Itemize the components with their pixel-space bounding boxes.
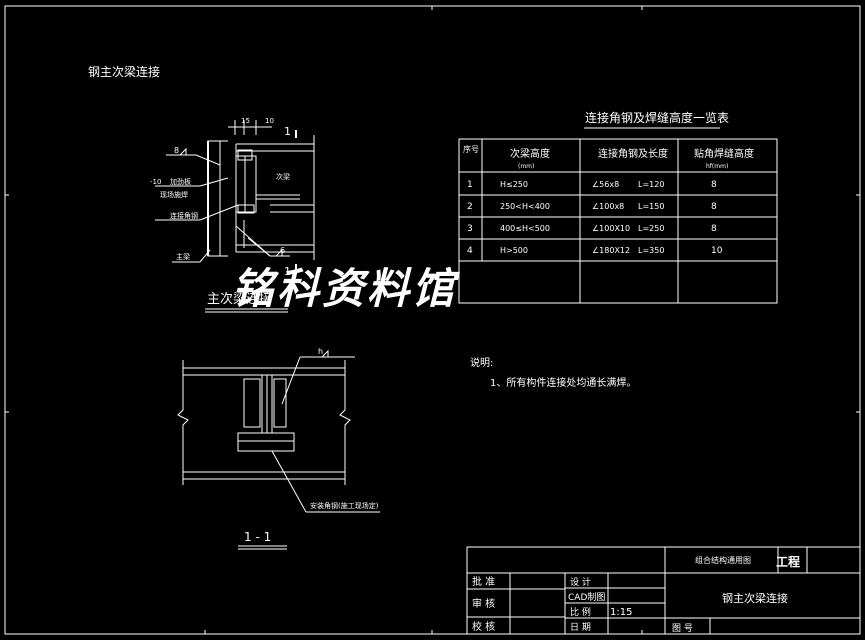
tb-review: 审 核	[472, 597, 495, 610]
angle-weld-table: 连接角钢及焊缝高度一览表 序号 次梁高度 (mm) 连接角钢及长度 贴角焊缝高度 hf(m…	[458, 110, 778, 304]
weld-symbol-8: 8	[174, 146, 179, 155]
table-row-height: 250<H<400	[500, 202, 550, 211]
notes-item-1: 1、所有构件连接处均通长满焊。	[490, 376, 636, 389]
section-mark-bottom: 1	[284, 265, 291, 278]
table-row-angle: ∠100X10	[592, 224, 630, 233]
secondary-beam-label: 次梁	[276, 172, 290, 181]
table-row-weld: 8	[711, 202, 717, 212]
table-header-sub-3: hf(mm)	[706, 163, 728, 170]
table-row-weld: 10	[711, 246, 723, 256]
notes: 说明: 1、所有构件连接处均通长满焊。	[470, 356, 636, 389]
table-row-weld: 8	[711, 224, 717, 234]
table-row-length: L=150	[638, 202, 664, 211]
elevation-caption: 主次梁连接	[207, 291, 272, 307]
weld-h-label: h	[318, 347, 323, 356]
table-row-weld: 8	[711, 180, 717, 190]
table-row-angle: ∠180X12	[592, 246, 630, 255]
tb-date: 日 期	[570, 622, 591, 633]
drawing-top-title: 钢主次梁连接	[88, 64, 160, 79]
tb-scale-label: 比 例	[570, 606, 591, 618]
section-caption: 1 - 1	[244, 530, 271, 544]
table-row-no: 2	[467, 202, 473, 212]
install-angle-label: 安装角钢(施工现场定)	[310, 501, 379, 510]
table-header-1: 次梁高度	[510, 147, 550, 160]
table-row-no: 3	[467, 224, 473, 234]
table-row-length: L=120	[638, 180, 664, 189]
tb-design: 设 计	[570, 576, 591, 588]
table-row-no: 4	[467, 246, 473, 256]
drawing-frame	[4, 5, 861, 635]
table-header-sub-1: (mm)	[518, 163, 534, 170]
table-row-angle: ∠100x8	[592, 202, 624, 211]
watermark: 铭科资料馆	[232, 264, 460, 313]
table-row-height: H≤250	[500, 180, 528, 189]
plate-label: -10	[150, 178, 161, 186]
table-row-no: 1	[467, 180, 473, 190]
section-mark-top: 1	[284, 125, 291, 138]
main-beam-label: 主梁	[176, 252, 190, 261]
table-row-length: L=350	[638, 246, 664, 255]
tb-project: 工程	[776, 554, 800, 569]
connection-angle-label: 连接角钢	[170, 211, 198, 220]
tb-approve: 批 准	[472, 575, 495, 588]
tb-drawing-no: 图 号	[672, 623, 693, 634]
section-detail: h 安装角钢(施工现场定) 1 - 1	[177, 347, 380, 550]
tb-scale-value: 1:15	[610, 607, 632, 618]
table-row-height: H>500	[500, 246, 528, 255]
table-row-angle: ∠56x8	[592, 180, 619, 189]
tb-cad: CAD制图	[568, 591, 605, 603]
tb-series: 组合结构通用图	[695, 555, 751, 565]
dim-10: 10	[265, 117, 274, 125]
tb-drawing-name: 钢主次梁连接	[722, 591, 788, 605]
dim-15: 15	[241, 117, 250, 125]
tb-check: 校 核	[472, 620, 495, 633]
table-row-length: L=250	[638, 224, 664, 233]
table-title: 连接角钢及焊缝高度一览表	[585, 110, 729, 125]
title-block: 组合结构通用图 工程 钢主次梁连接 批 准 审 核 校 核 设 计 CAD制图 …	[466, 546, 861, 635]
table-header-0: 序号	[463, 144, 479, 154]
weld-symbol-6: 6	[280, 246, 285, 255]
frame-ticks	[5, 6, 860, 634]
elevation-detail: 15 10 1 1 8 6 -10 加劲板 现场施焊 连接角钢 主梁 次梁 主次…	[150, 117, 315, 313]
stiffener-label: 加劲板	[170, 177, 191, 186]
table-row-height: 400≤H<500	[500, 224, 550, 233]
field-weld-label: 现场施焊	[160, 190, 188, 199]
notes-heading: 说明:	[470, 356, 493, 369]
table-header-2: 连接角钢及长度	[598, 147, 668, 160]
table-header-3: 贴角焊缝高度	[694, 147, 754, 160]
